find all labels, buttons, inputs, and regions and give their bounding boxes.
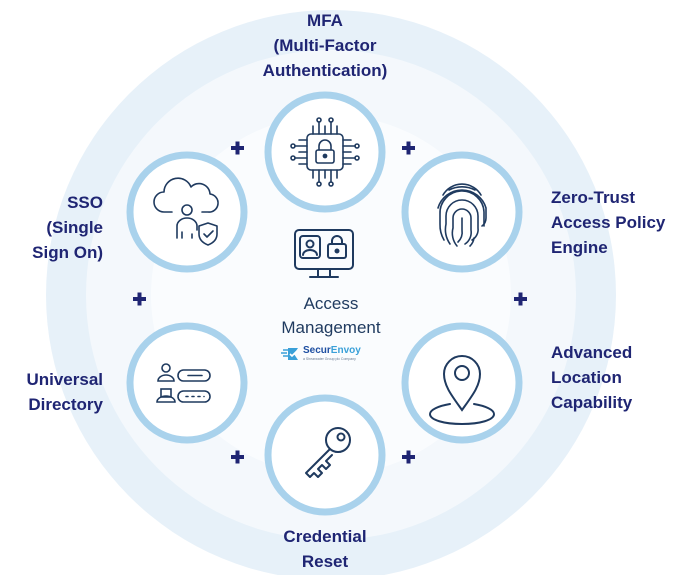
label-credential-line1: Credential xyxy=(283,527,367,546)
label-mfa-line2: (Multi-Factor xyxy=(273,36,377,55)
label-zero-trust-line2: Access Policy xyxy=(551,213,666,232)
label-zero-trust-line1: Zero-Trust xyxy=(551,188,636,207)
label-sso-line1: SSO xyxy=(67,193,103,212)
plus-icon xyxy=(402,141,415,155)
label-credential: Credential Reset xyxy=(260,524,390,574)
center-title-line2: Management xyxy=(281,318,381,337)
label-directory: Universal Directory xyxy=(0,367,103,417)
key-icon xyxy=(305,427,351,478)
label-credential-line2: Reset xyxy=(301,552,349,571)
label-zero-trust-line3: Engine xyxy=(551,238,608,257)
logo-text-secur: Secur xyxy=(303,345,331,356)
label-location-line3: Capability xyxy=(551,393,633,412)
logo-text-envoy: Envoy xyxy=(330,345,361,356)
securenvoy-logo: SecurEnvoy a Shearwater Group plc Compan… xyxy=(281,345,381,369)
node-directory xyxy=(126,322,248,444)
label-mfa-line3: Authentication) xyxy=(262,61,388,80)
directory-icon xyxy=(156,363,211,403)
node-sso xyxy=(126,151,248,273)
label-location-line2: Location xyxy=(551,368,622,387)
label-sso-line3: Sign On) xyxy=(32,243,103,262)
label-sso: SSO (Single Sign On) xyxy=(0,190,103,265)
label-sso-line2: (Single xyxy=(46,218,103,237)
node-mfa xyxy=(264,91,386,213)
label-mfa-line1: MFA xyxy=(307,11,343,30)
plus-icon xyxy=(402,450,415,464)
center-title: Access Management xyxy=(251,292,411,340)
label-zero-trust: Zero-Trust Access Policy Engine xyxy=(551,185,682,260)
cloud-user-shield-icon xyxy=(153,177,219,246)
label-mfa: MFA (Multi-Factor Authentication) xyxy=(250,8,400,83)
label-location: Advanced Location Capability xyxy=(551,340,682,415)
label-directory-line2: Directory xyxy=(28,395,103,414)
node-location xyxy=(401,322,523,444)
plus-icon xyxy=(231,141,244,155)
fingerprint-icon xyxy=(437,183,487,247)
plus-icon xyxy=(133,292,146,306)
logo-mark-icon xyxy=(281,348,298,360)
label-directory-line1: Universal xyxy=(26,370,103,389)
plus-icon xyxy=(514,292,527,306)
logo-tagline: a Shearwater Group plc Company xyxy=(303,357,356,361)
access-monitor-icon xyxy=(294,229,354,278)
node-zero-trust xyxy=(401,151,523,273)
plus-signs xyxy=(133,141,527,464)
location-pin-icon xyxy=(428,355,496,426)
chip-lock-icon xyxy=(290,117,360,187)
logo-wordmark: SecurEnvoy xyxy=(303,345,361,356)
label-location-line1: Advanced xyxy=(551,343,633,362)
center-title-line1: Access xyxy=(303,294,359,313)
plus-icon xyxy=(231,450,244,464)
